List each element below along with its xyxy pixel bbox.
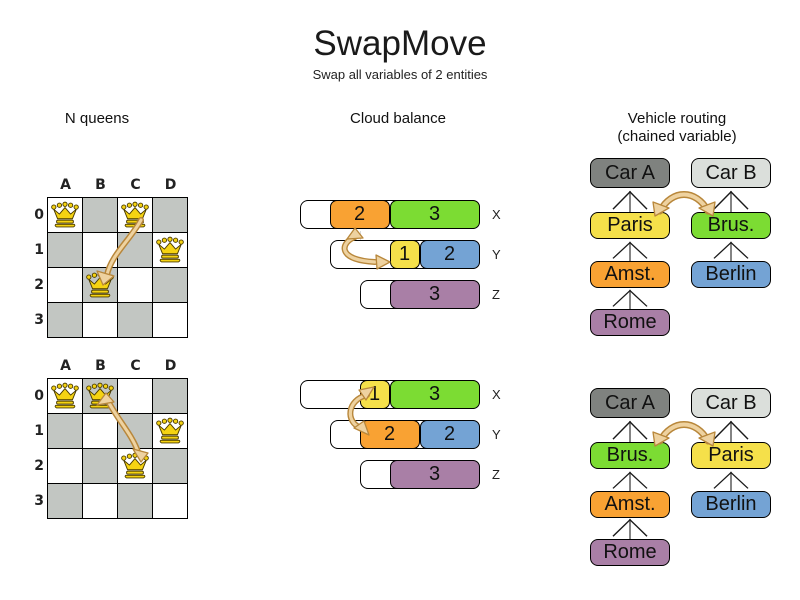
col-label-c: C: [130, 177, 141, 193]
col-label-c: C: [130, 358, 141, 374]
cloud-computer-z-before: 3: [360, 279, 480, 309]
chain-arrow-icon: [612, 190, 648, 212]
vr-node-amsterdam: Amst.: [590, 491, 670, 518]
block-value: 2: [443, 242, 456, 265]
vr-node-paris: Paris: [590, 212, 670, 239]
row-label-0: 0: [34, 388, 44, 404]
cloud-process-block: 2: [419, 239, 480, 269]
chain-arrow-icon: [713, 241, 749, 261]
cloud-process-block: 3: [389, 199, 480, 229]
vr-node-car-b: Car B: [691, 158, 771, 188]
vr-node-berlin: Berlin: [691, 491, 771, 518]
cloud-row-label: Z: [492, 467, 500, 482]
chain-arrow-icon: [612, 420, 648, 442]
board-row-labels: 0 1 2 3: [26, 379, 44, 519]
row-label-2: 2: [34, 458, 44, 474]
queen-icon: [51, 201, 79, 228]
chain-arrow-icon: [612, 471, 648, 491]
block-value: 1: [368, 382, 381, 405]
board-row-labels: 0 1 2 3: [26, 198, 44, 338]
board-column-labels: A B C D: [48, 358, 188, 374]
queen-icon: [51, 382, 79, 409]
block-value: 3: [428, 462, 441, 485]
cloud-process-block: 2: [329, 199, 390, 229]
chain-arrow-icon: [713, 471, 749, 491]
row-label-0: 0: [34, 207, 44, 223]
cloud-process-block: 3: [389, 279, 480, 309]
chain-arrow-icon: [612, 289, 648, 309]
vr-node-brussels: Brus.: [590, 442, 670, 469]
vr-node-brussels: Brus.: [691, 212, 771, 239]
col-label-d: D: [164, 177, 177, 193]
cloud-computer-x-after: 1 3: [300, 379, 480, 409]
cloud-process-block: 2: [359, 419, 420, 449]
cloud-computer-x-before: 2 3: [300, 199, 480, 229]
cloud-row-label: Z: [492, 287, 500, 302]
cloud-process-block: 3: [389, 379, 480, 409]
queen-icon: [121, 201, 149, 228]
board-column-labels: A B C D: [48, 177, 188, 193]
cloud-process-block: 1: [389, 239, 420, 269]
cloud-row-label: X: [492, 387, 501, 402]
block-value: 3: [428, 202, 441, 225]
section-title-vehicle-routing: Vehicle routing (chained variable): [597, 110, 757, 146]
block-value: 1: [398, 242, 411, 265]
queen-icon: [86, 271, 114, 298]
block-value: 2: [383, 422, 396, 445]
queen-icon: [156, 236, 184, 263]
cloud-row-label: Y: [492, 247, 501, 262]
row-label-1: 1: [34, 242, 44, 258]
vr-node-paris: Paris: [691, 442, 771, 469]
col-label-d: D: [164, 358, 177, 374]
block-value: 3: [428, 282, 441, 305]
col-label-b: B: [95, 358, 106, 374]
chain-arrow-icon: [713, 190, 749, 212]
block-value: 3: [428, 382, 441, 405]
vehicle-routing-title: Vehicle routing: [627, 110, 727, 127]
vr-node-car-b: Car B: [691, 388, 771, 418]
row-label-3: 3: [34, 312, 44, 328]
chess-board-after: [47, 378, 188, 519]
row-label-2: 2: [34, 277, 44, 293]
vr-node-amsterdam: Amst.: [590, 261, 670, 288]
cloud-process-block: 2: [419, 419, 480, 449]
cloud-process-block: 3: [389, 459, 480, 489]
chain-arrow-icon: [612, 241, 648, 261]
swap-arrow-icon: [341, 227, 391, 270]
vr-node-car-a: Car A: [590, 158, 670, 188]
col-label-a: A: [60, 177, 71, 193]
col-label-b: B: [95, 177, 106, 193]
row-label-1: 1: [34, 423, 44, 439]
chess-board-before: [47, 197, 188, 338]
queen-icon: [86, 382, 114, 409]
row-label-3: 3: [34, 493, 44, 509]
section-title-nqueens: N queens: [64, 110, 130, 127]
vr-node-rome: Rome: [590, 539, 670, 566]
swap-arrow-icon: [652, 421, 716, 447]
queen-icon: [121, 452, 149, 479]
block-value: 2: [443, 422, 456, 445]
cloud-computer-y-after: 2 2: [330, 419, 480, 449]
chain-arrow-icon: [713, 420, 749, 442]
cloud-computer-z-after: 3: [360, 459, 480, 489]
cloud-computer-y-before: 1 2: [330, 239, 480, 269]
vr-node-berlin: Berlin: [691, 261, 771, 288]
swap-arrow-icon: [347, 386, 375, 436]
cloud-row-label: X: [492, 207, 501, 222]
section-title-cloud-balance: Cloud balance: [350, 110, 446, 127]
page-title: SwapMove: [313, 24, 487, 63]
queen-icon: [156, 417, 184, 444]
col-label-a: A: [60, 358, 71, 374]
cloud-row-label: Y: [492, 427, 501, 442]
vr-node-rome: Rome: [590, 309, 670, 336]
swap-arrow-icon: [652, 191, 716, 217]
block-value: 2: [353, 202, 366, 225]
page-subtitle: Swap all variables of 2 entities: [312, 67, 488, 82]
vehicle-routing-subtitle: (chained variable): [617, 128, 737, 145]
vr-node-car-a: Car A: [590, 388, 670, 418]
chain-arrow-icon: [612, 518, 648, 539]
